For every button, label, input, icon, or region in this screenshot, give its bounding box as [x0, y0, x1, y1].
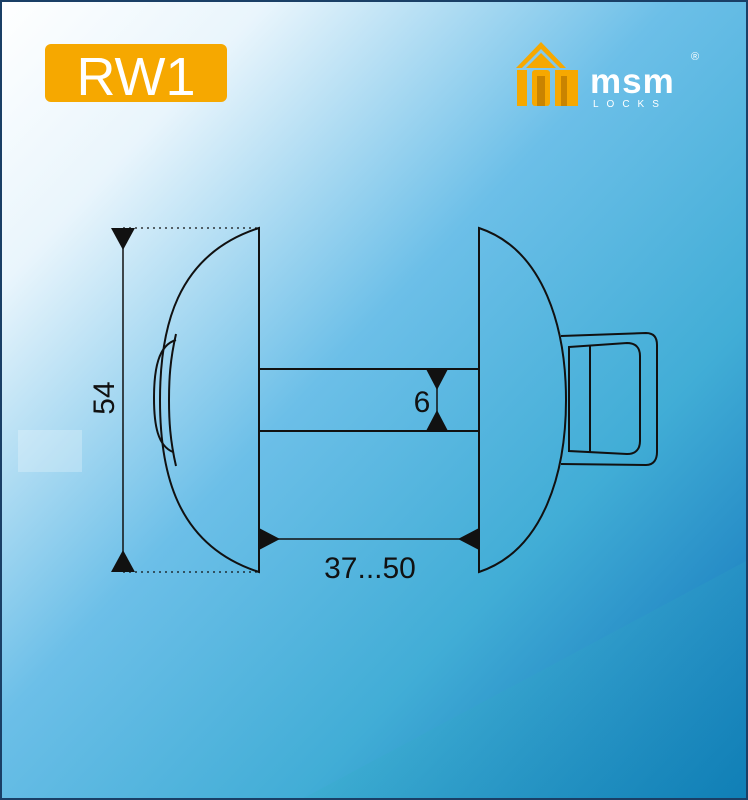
model-badge-bg — [45, 44, 227, 102]
background-teal-band — [300, 560, 748, 800]
height-arrow-top — [111, 228, 135, 250]
shaft-arrow-top — [426, 369, 448, 390]
brand-sub: LOCKS — [593, 99, 667, 110]
msm-logo-icon — [516, 42, 578, 106]
turn-handle-outer — [560, 331, 658, 467]
length-arrow-left — [259, 528, 280, 550]
shaft-label: 6 — [414, 386, 431, 419]
dimension-shaft: 6 — [414, 369, 448, 431]
brand-registered: ® — [691, 51, 699, 63]
height-label: 54 — [88, 381, 121, 414]
shaft-arrow-bottom — [426, 410, 448, 431]
right-rosette — [478, 226, 568, 574]
height-arrow-bottom — [111, 550, 135, 572]
left-rosette — [158, 226, 260, 574]
model-badge: RW1 — [45, 44, 227, 107]
ghost-box — [18, 430, 82, 472]
model-badge-label: RW1 — [76, 47, 195, 107]
left-rosette-inner — [167, 333, 177, 467]
dimension-height: 54 — [88, 227, 259, 573]
dimension-length: 37...50 — [259, 528, 479, 585]
turn-handle-inner — [568, 341, 641, 456]
length-arrow-right — [458, 528, 479, 550]
brand-name: msm — [590, 62, 675, 101]
brand-logo: msm ® LOCKS — [516, 42, 699, 110]
length-label: 37...50 — [324, 552, 416, 585]
